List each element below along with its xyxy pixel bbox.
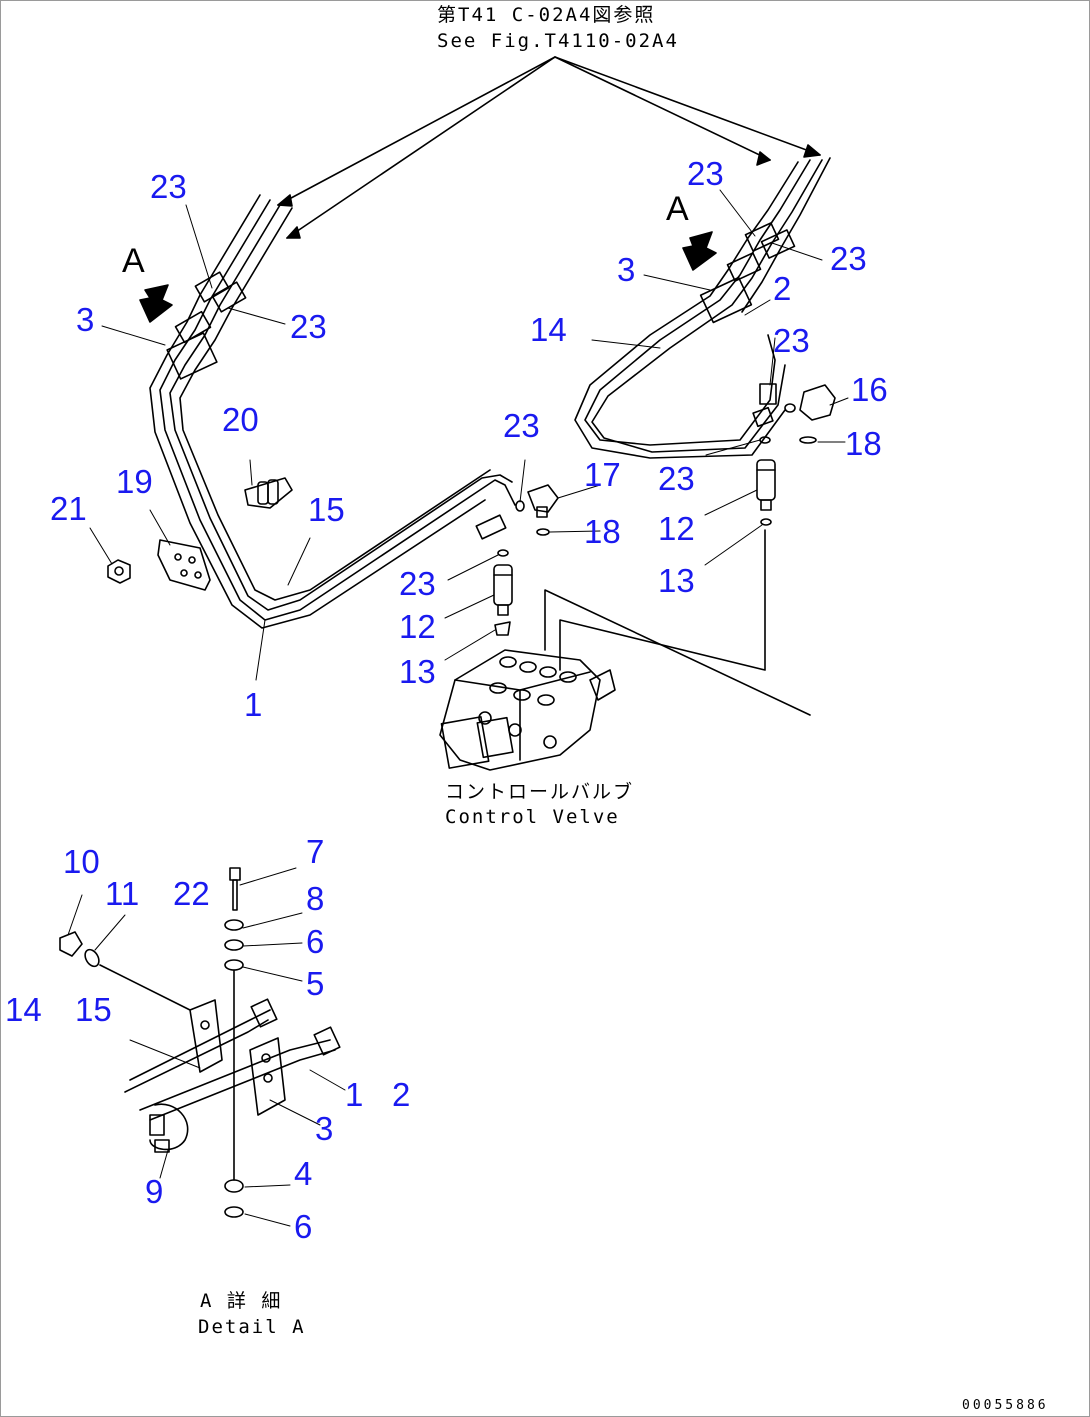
callout-13: 13: [658, 562, 695, 599]
callout-23: 23: [150, 168, 187, 205]
detail-a-label-jp: A 詳 細: [200, 1290, 283, 1312]
detail-a-label-en: Detail A: [198, 1316, 306, 1338]
part-20-19-21: [107, 477, 293, 591]
detail-a-drawing: [59, 867, 341, 1218]
callout-20: 20: [222, 401, 259, 438]
control-valve-label-en: Control Velve: [445, 806, 620, 828]
callout-23: 23: [503, 407, 540, 444]
callout-21: 21: [50, 490, 87, 527]
left-valve-stack: [493, 549, 513, 636]
callout-14: 14: [5, 991, 42, 1028]
left-pipe-bundle: [149, 194, 516, 629]
callout-16: 16: [851, 371, 888, 408]
callout-13: 13: [399, 653, 436, 690]
reference-arrows: [277, 56, 821, 239]
callout-5: 5: [306, 965, 325, 1002]
callout-3: 3: [315, 1110, 334, 1147]
callout-23: 23: [773, 322, 810, 359]
callout-1: 1: [244, 686, 263, 723]
callout-14: 14: [530, 311, 567, 348]
reference-note-jp: 第T41 C-02A4図参照: [437, 4, 656, 26]
control-valve: [439, 649, 616, 771]
callout-2: 2: [773, 270, 792, 307]
callout-23: 23: [687, 155, 724, 192]
callout-10: 10: [63, 843, 100, 880]
callout-2: 2: [392, 1076, 411, 1113]
view-mark-a-right: A: [666, 190, 689, 228]
part-17-elbow: [515, 484, 559, 536]
callout-18: 18: [584, 513, 621, 550]
callout-12: 12: [399, 608, 436, 645]
view-a-arrows: [139, 231, 717, 323]
valve-reference-lines: [544, 529, 811, 716]
callout-1: 1: [345, 1076, 364, 1113]
callout-23: 23: [658, 460, 695, 497]
right-valve-stack: [756, 436, 776, 526]
callout-18: 18: [845, 425, 882, 462]
callout-8: 8: [306, 880, 325, 917]
callout-3: 3: [76, 301, 95, 338]
reference-note-en: See Fig.T4110-02A4: [437, 30, 679, 52]
control-valve-label-jp: コントロールバルブ: [445, 781, 635, 803]
drawing-part-number: 00055886: [962, 1398, 1049, 1413]
callout-6: 6: [294, 1208, 313, 1245]
view-mark-a-left: A: [122, 242, 145, 280]
callout-9: 9: [145, 1173, 164, 1210]
callout-23: 23: [290, 308, 327, 345]
callout-11: 11: [105, 875, 140, 912]
callout-19: 19: [116, 463, 153, 500]
right-pipe-bundle: [574, 157, 836, 459]
callout-23: 23: [399, 565, 436, 602]
callout-6: 6: [306, 923, 325, 960]
callout-12: 12: [658, 510, 695, 547]
callout-22: 22: [173, 875, 210, 912]
callout-3: 3: [617, 251, 636, 288]
callout-7: 7: [306, 833, 325, 870]
callout-15: 15: [308, 491, 345, 528]
callout-17: 17: [584, 456, 621, 493]
leader-lines: [67, 189, 849, 1227]
callout-4: 4: [294, 1155, 313, 1192]
callout-23: 23: [830, 240, 867, 277]
callout-15: 15: [75, 991, 112, 1028]
